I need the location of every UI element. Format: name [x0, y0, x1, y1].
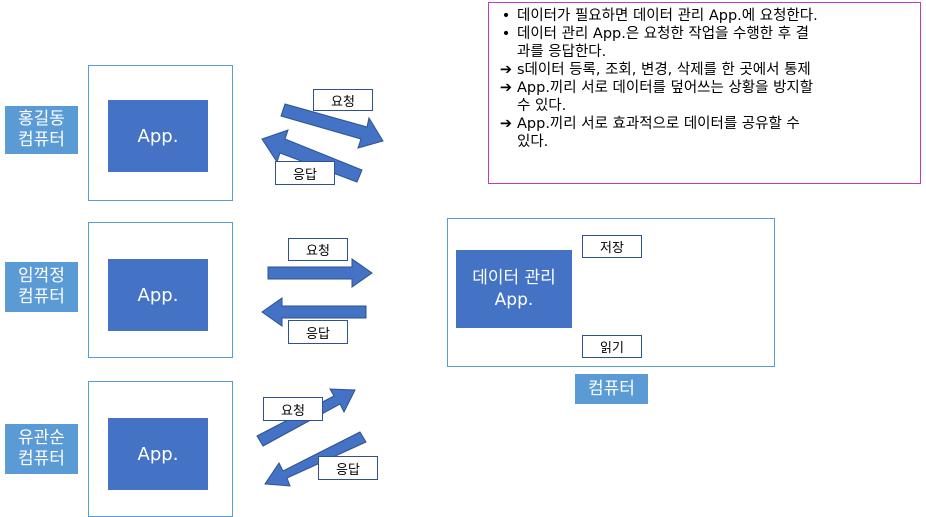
info-note: • 데이터가 필요하면 데이터 관리 App.에 요청한다. • 데이터 관리 … [488, 2, 921, 184]
files-label: Files [682, 286, 725, 305]
note-item: ➔ s데이터 등록, 조회, 변경, 삭제를 한 곳에서 통제 [495, 61, 912, 79]
note-item: • 데이터 관리 App.은 요청한 작업을 수행한 후 결 과를 응답한다. [495, 25, 912, 61]
note-text: 데이터가 필요하면 데이터 관리 App.에 요청한다. [517, 8, 818, 24]
request-arrow-1 [280, 103, 384, 149]
bullet-marker: • [501, 8, 511, 24]
app-box-3: App. [108, 418, 208, 490]
response-arrow-1 [261, 129, 363, 183]
computer-label-3: 유관순 컴퓨터 [5, 424, 78, 474]
computer-label-2: 임꺽정 컴퓨터 [5, 262, 78, 312]
note-text: 데이터 관리 App.은 요청한 작업을 수행한 후 결 과를 응답한다. [517, 26, 809, 60]
note-text: s데이터 등록, 조회, 변경, 삭제를 한 곳에서 통제 [517, 62, 811, 78]
app-box-1: App. [108, 100, 208, 172]
read-tag: 읽기 [582, 335, 642, 358]
note-item: ➔ App.끼리 서로 효과적으로 데이터를 공유할 수 있다. [495, 115, 912, 151]
arrow-marker: ➔ [499, 80, 513, 96]
request-arrow-2 [267, 258, 373, 288]
server-computer-label: 컴퓨터 [575, 374, 648, 404]
note-item: • 데이터가 필요하면 데이터 관리 App.에 요청한다. [495, 7, 912, 25]
note-text: App.끼리 서로 데이터를 덮어쓰는 상황을 방지할 수 있다. [517, 80, 814, 114]
response-tag-2: 응답 [288, 320, 348, 344]
request-tag-1: 요청 [313, 89, 373, 111]
note-text: App.끼리 서로 효과적으로 데이터를 공유할 수 있다. [517, 116, 800, 150]
request-tag-3: 요청 [263, 397, 323, 421]
note-item: ➔ App.끼리 서로 데이터를 덮어쓰는 상황을 방지할 수 있다. [495, 79, 912, 115]
response-arrow-3 [264, 431, 367, 487]
arrow-marker: ➔ [499, 62, 513, 78]
save-tag: 저장 [582, 235, 642, 258]
response-tag-1: 응답 [275, 161, 335, 185]
response-arrow-2 [261, 297, 367, 327]
arrow-marker: ➔ [499, 116, 513, 132]
computer-label-1: 홍길동 컴퓨터 [5, 106, 78, 154]
app-box-2: App. [108, 259, 208, 331]
data-management-app: 데이터 관리 App. [456, 250, 572, 328]
bullet-marker: • [501, 26, 511, 42]
request-tag-2: 요청 [288, 238, 348, 261]
response-tag-3: 응답 [318, 456, 378, 480]
